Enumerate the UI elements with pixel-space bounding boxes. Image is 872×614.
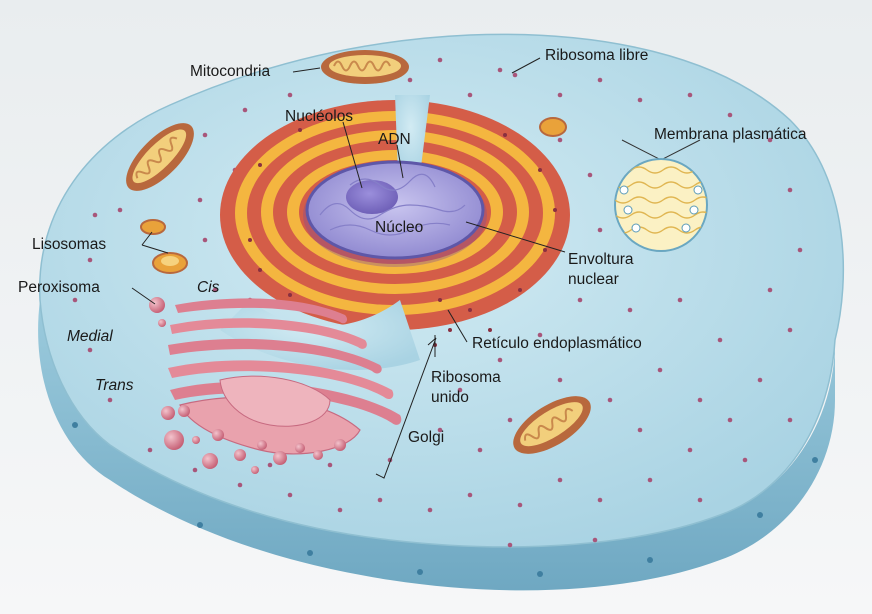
nucleus (303, 162, 487, 267)
peroxisome (149, 297, 165, 313)
label-nucleolos: Nucléolos (285, 108, 353, 126)
label-ribosoma-unido-2: unido (431, 389, 469, 407)
label-ribosoma-libre: Ribosoma libre (545, 47, 648, 65)
label-trans: Trans (95, 377, 133, 395)
label-medial: Medial (67, 328, 113, 346)
small-organelle (540, 118, 566, 136)
label-mitocondria: Mitocondria (190, 63, 270, 81)
label-envoltura-nuclear-1: Envoltura (568, 251, 633, 269)
label-cis: Cis (197, 279, 219, 297)
label-membrana-plasmatica: Membrana plasmática (654, 126, 806, 144)
label-nucleo: Núcleo (375, 219, 423, 237)
label-ribosoma-unido-1: Ribosoma (431, 369, 501, 387)
label-golgi: Golgi (408, 429, 444, 447)
label-envoltura-nuclear-2: nuclear (568, 271, 619, 289)
mitochondrion-top (321, 50, 409, 84)
label-reticulo-endoplasmatico: Retículo endoplasmático (472, 335, 642, 353)
label-lisosomas: Lisosomas (32, 236, 106, 254)
label-peroxisoma: Peroxisoma (18, 279, 100, 297)
label-adn: ADN (378, 131, 411, 149)
